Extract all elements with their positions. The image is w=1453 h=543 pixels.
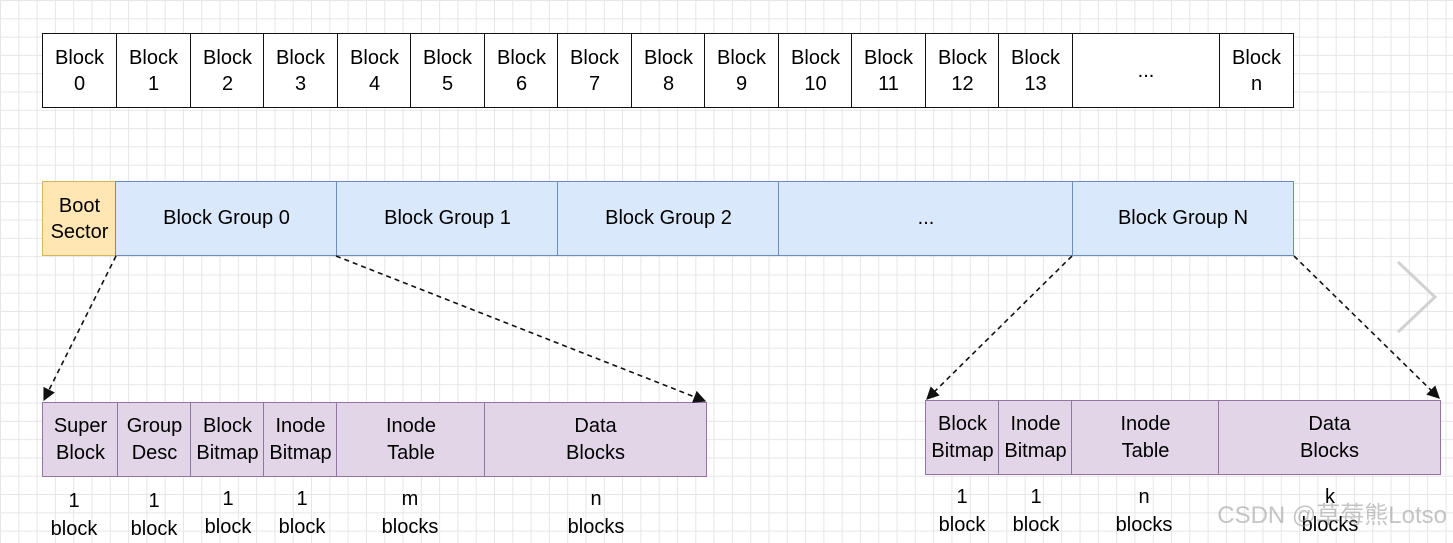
arrow-right-start bbox=[926, 255, 1073, 400]
disk-block: Block 13 bbox=[998, 33, 1073, 108]
block-bitmap: Block Bitmap bbox=[190, 402, 265, 477]
data-blocks-size: k blocks bbox=[1301, 486, 1359, 536]
boot-sector: Boot Sector bbox=[42, 181, 117, 256]
block-group-1: Block Group 1 bbox=[336, 181, 559, 256]
disk-block: Block 12 bbox=[925, 33, 1000, 108]
super-block: Super Block bbox=[42, 402, 119, 477]
block-group-n: Block Group N bbox=[1072, 181, 1294, 256]
inode-table-size: m blocks bbox=[381, 488, 439, 538]
arrow-right-end bbox=[1293, 255, 1440, 399]
disk-block: Block 10 bbox=[778, 33, 853, 108]
super-block-size: 1 block bbox=[50, 490, 98, 540]
group-desc-size: 1 block bbox=[130, 490, 178, 540]
disk-block: Block 8 bbox=[631, 33, 706, 108]
watermark: CSDN @草莓熊Lotso bbox=[1217, 502, 1447, 529]
arrow-left-end bbox=[335, 255, 707, 403]
disk-block: Block n bbox=[1219, 33, 1294, 108]
chevron-right-icon bbox=[1396, 260, 1438, 334]
arrow-left-start bbox=[43, 255, 117, 402]
disk-block: Block 6 bbox=[484, 33, 559, 108]
disk-block: Block 3 bbox=[263, 33, 338, 108]
inode-bitmap-size: 1 block bbox=[1012, 486, 1060, 536]
inode-table: Inode Table bbox=[1071, 400, 1220, 475]
inode-bitmap-size: 1 block bbox=[278, 488, 326, 538]
group-desc: Group Desc bbox=[117, 402, 192, 477]
block-bitmap-size: 1 block bbox=[204, 488, 252, 538]
block-group-2: Block Group 2 bbox=[557, 181, 780, 256]
block-bitmap: Block Bitmap bbox=[925, 400, 1000, 475]
disk-block-ellipsis: ... bbox=[1072, 33, 1220, 108]
disk-block: Block 5 bbox=[410, 33, 485, 108]
disk-block: Block 2 bbox=[190, 33, 265, 108]
disk-block: Block 7 bbox=[557, 33, 632, 108]
block-bitmap-size: 1 block bbox=[938, 486, 986, 536]
disk-block: Block 9 bbox=[704, 33, 779, 108]
data-blocks-size: n blocks bbox=[567, 488, 625, 538]
inode-bitmap: Inode Bitmap bbox=[263, 402, 338, 477]
block-group-0: Block Group 0 bbox=[115, 181, 338, 256]
inode-bitmap: Inode Bitmap bbox=[998, 400, 1073, 475]
data-blocks: Data Blocks bbox=[484, 402, 707, 477]
data-blocks: Data Blocks bbox=[1218, 400, 1441, 475]
disk-block: Block 0 bbox=[42, 33, 117, 108]
block-group-ellipsis: ... bbox=[778, 181, 1074, 256]
disk-block: Block 1 bbox=[116, 33, 191, 108]
inode-table-size: n blocks bbox=[1115, 486, 1173, 536]
